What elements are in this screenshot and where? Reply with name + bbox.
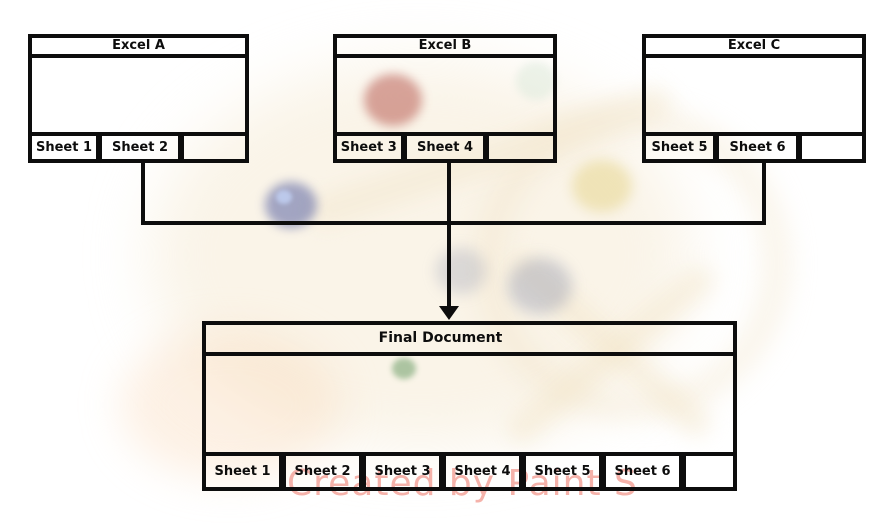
paint-blob-red bbox=[364, 74, 422, 126]
paint-blob-highlight bbox=[276, 190, 292, 204]
workbook-title: Excel B bbox=[337, 38, 553, 58]
connector-arrow-shaft bbox=[447, 163, 451, 308]
workbook-body bbox=[646, 58, 862, 132]
workbook-body bbox=[337, 58, 553, 132]
sheet-tab: Sheet 6 bbox=[719, 136, 803, 159]
sheet-tab-row: Sheet 1 Sheet 2 bbox=[32, 132, 245, 159]
paint-blob-slate bbox=[508, 258, 572, 314]
sheet-tab: Sheet 5 bbox=[646, 136, 719, 159]
sheet-tab-row: Sheet 1 Sheet 2 Sheet 3 Sheet 4 Sheet 5 … bbox=[206, 452, 733, 487]
sheet-tab: Sheet 1 bbox=[206, 456, 286, 487]
arrowhead-icon bbox=[439, 306, 459, 320]
paint-blob-slate bbox=[436, 248, 486, 294]
workbook-excel-a: Excel A Sheet 1 Sheet 2 bbox=[28, 34, 249, 163]
final-document-box: Final Document Sheet 1 Sheet 2 Sheet 3 S… bbox=[202, 321, 737, 491]
paint-blob-yellow bbox=[572, 160, 632, 212]
workbook-excel-c: Excel C Sheet 5 Sheet 6 bbox=[642, 34, 866, 163]
sheet-tab-empty bbox=[686, 456, 733, 487]
final-document-body bbox=[206, 356, 733, 452]
sheet-tab: Sheet 3 bbox=[337, 136, 407, 159]
connector-from-excel-c bbox=[762, 163, 766, 225]
sheet-tab: Sheet 3 bbox=[366, 456, 446, 487]
sheet-tab-empty bbox=[489, 136, 553, 159]
final-document-title: Final Document bbox=[206, 325, 733, 356]
connector-from-excel-a bbox=[141, 163, 145, 225]
sheet-tab-row: Sheet 5 Sheet 6 bbox=[646, 132, 862, 159]
paint-blob-navy bbox=[265, 182, 317, 228]
sheet-tab-empty bbox=[184, 136, 245, 159]
sheet-tab: Sheet 1 bbox=[32, 136, 102, 159]
workbook-title: Excel C bbox=[646, 38, 862, 58]
sheet-tab: Sheet 2 bbox=[286, 456, 366, 487]
sheet-tab: Sheet 6 bbox=[606, 456, 686, 487]
sheet-tab: Sheet 5 bbox=[526, 456, 606, 487]
sheet-tab: Sheet 2 bbox=[102, 136, 184, 159]
connector-horizontal-line bbox=[141, 221, 766, 225]
sheet-tab-empty bbox=[802, 136, 862, 159]
paint-blob-green bbox=[392, 358, 416, 379]
workbook-body bbox=[32, 58, 245, 132]
paint-blob-pale bbox=[516, 62, 556, 100]
sheet-tab-row: Sheet 3 Sheet 4 bbox=[337, 132, 553, 159]
workbook-title: Excel A bbox=[32, 38, 245, 58]
watermark-text: Created by Paint S bbox=[287, 463, 638, 504]
workbook-excel-b: Excel B Sheet 3 Sheet 4 bbox=[333, 34, 557, 163]
sheet-tab: Sheet 4 bbox=[446, 456, 526, 487]
sheet-tab: Sheet 4 bbox=[407, 136, 490, 159]
